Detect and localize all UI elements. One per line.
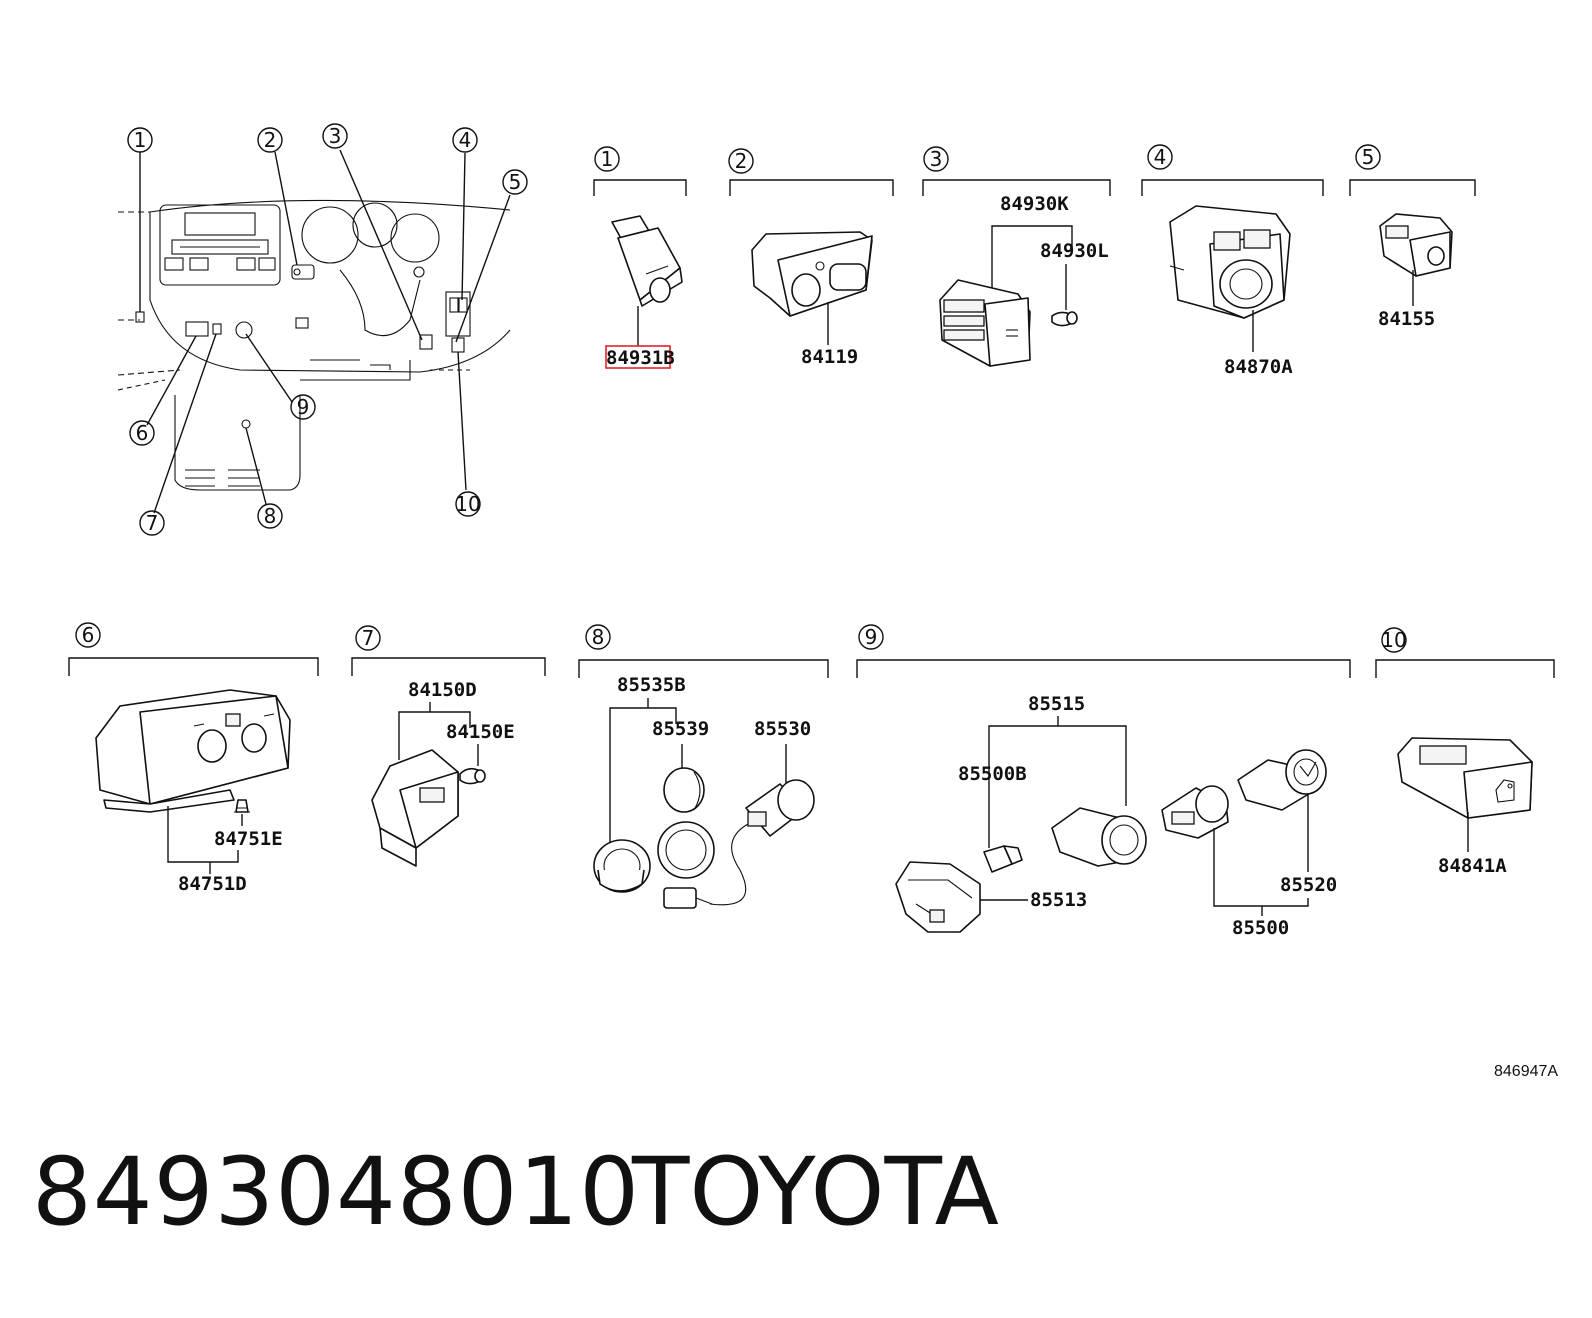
overview-callout-4: 4: [452, 127, 478, 153]
housing-85513-drawing: [895, 861, 981, 933]
svg-text:84155: 84155: [1378, 308, 1435, 330]
svg-text:84930K: 84930K: [1000, 193, 1069, 215]
group-9: 9 85515 85500B 85513: [856, 624, 1351, 939]
svg-text:1: 1: [601, 147, 614, 171]
footer-brand: TOYOTA: [632, 1138, 999, 1247]
svg-text:85513: 85513: [1030, 889, 1087, 911]
ring-85515-drawing: [1051, 807, 1147, 867]
switch-84150d-drawing: [371, 749, 459, 867]
bulb-84751e-drawing: [234, 799, 250, 813]
svg-text:9: 9: [865, 625, 878, 649]
svg-text:85515: 85515: [1028, 693, 1085, 715]
group-2: 2 84119: [728, 148, 894, 368]
dashboard-overview: [117, 199, 511, 491]
svg-text:85500: 85500: [1232, 917, 1289, 939]
svg-text:8: 8: [592, 625, 605, 649]
svg-text:3: 3: [930, 147, 943, 171]
overview-callout-9: 9: [290, 394, 316, 420]
svg-text:85535B: 85535B: [617, 674, 686, 696]
diagram-reference-code: 846947A: [1494, 1063, 1559, 1080]
svg-text:85500B: 85500B: [958, 763, 1027, 785]
bulb-84150e-drawing: [459, 767, 486, 785]
overview-callout-6: 6: [129, 420, 155, 446]
overview-callout-1: 1: [127, 127, 153, 153]
svg-text:2: 2: [735, 149, 748, 173]
svg-text:5: 5: [1362, 145, 1375, 169]
svg-text:84931B: 84931B: [606, 347, 675, 369]
svg-text:8: 8: [264, 504, 277, 528]
svg-text:10: 10: [455, 492, 480, 516]
overview-callout-7: 7: [139, 510, 165, 536]
svg-text:84751D: 84751D: [178, 873, 247, 895]
svg-text:3: 3: [329, 124, 342, 148]
fuel-door-switch-84841a-drawing: [1397, 737, 1533, 819]
svg-text:1: 1: [134, 128, 147, 152]
socket-85530-drawing: [663, 779, 815, 909]
group-7: 7 84150D 84150E: [351, 625, 546, 867]
overview-leader-lines: [139, 149, 511, 514]
lighter-85500-drawing: [1161, 749, 1327, 839]
group-3: 3 84930K 84930L: [922, 146, 1111, 367]
overview-callout-3: 3: [322, 123, 348, 149]
bulb-85500b-drawing: [983, 845, 1023, 873]
svg-text:84150E: 84150E: [446, 721, 515, 743]
svg-text:6: 6: [136, 421, 149, 445]
svg-text:85539: 85539: [652, 718, 709, 740]
svg-text:84930L: 84930L: [1040, 240, 1109, 262]
footer-part-number: 8493048010: [32, 1138, 641, 1247]
svg-text:84870A: 84870A: [1224, 356, 1293, 378]
svg-text:10: 10: [1381, 628, 1406, 652]
svg-text:85530: 85530: [754, 718, 811, 740]
switch-84930k-drawing: [939, 279, 1031, 367]
mirror-switch-84870a-drawing: [1169, 205, 1291, 319]
svg-text:6: 6: [82, 623, 95, 647]
bulb-84930l-drawing: [1051, 311, 1078, 327]
svg-text:7: 7: [362, 626, 375, 650]
group-4: 4 84870A: [1141, 144, 1324, 378]
svg-text:84119: 84119: [801, 346, 858, 368]
overview-callout-5: 5: [502, 169, 528, 195]
group-6: 6 84751E 84751D: [68, 622, 319, 895]
svg-text:84150D: 84150D: [408, 679, 477, 701]
socket-85535b-drawing: [593, 821, 715, 893]
switch-84155-drawing: [1379, 213, 1453, 277]
heater-switch-84751d-drawing: [95, 689, 291, 813]
svg-text:85520: 85520: [1280, 874, 1337, 896]
group-10: 10 84841A: [1375, 627, 1555, 877]
overview-callout-2: 2: [257, 127, 283, 153]
svg-text:84841A: 84841A: [1438, 855, 1507, 877]
svg-text:4: 4: [1154, 145, 1167, 169]
overview-callout-10: 10: [455, 491, 481, 517]
overview-callout-8: 8: [257, 503, 283, 529]
svg-text:9: 9: [297, 395, 310, 419]
cap-85539-drawing: [663, 767, 705, 813]
switch-84119-drawing: [751, 231, 873, 317]
group-1: 1 84931B: [593, 146, 687, 369]
highlight-box: [605, 345, 671, 369]
svg-text:5: 5: [509, 170, 522, 194]
svg-text:84751E: 84751E: [214, 828, 283, 850]
svg-text:4: 4: [459, 128, 472, 152]
svg-text:2: 2: [264, 128, 277, 152]
switch-84931b-drawing: [611, 215, 683, 307]
svg-text:7: 7: [146, 511, 159, 535]
group-5: 5 84155: [1349, 144, 1476, 330]
group-8: 8 85535B 85539 85530: [578, 624, 829, 909]
